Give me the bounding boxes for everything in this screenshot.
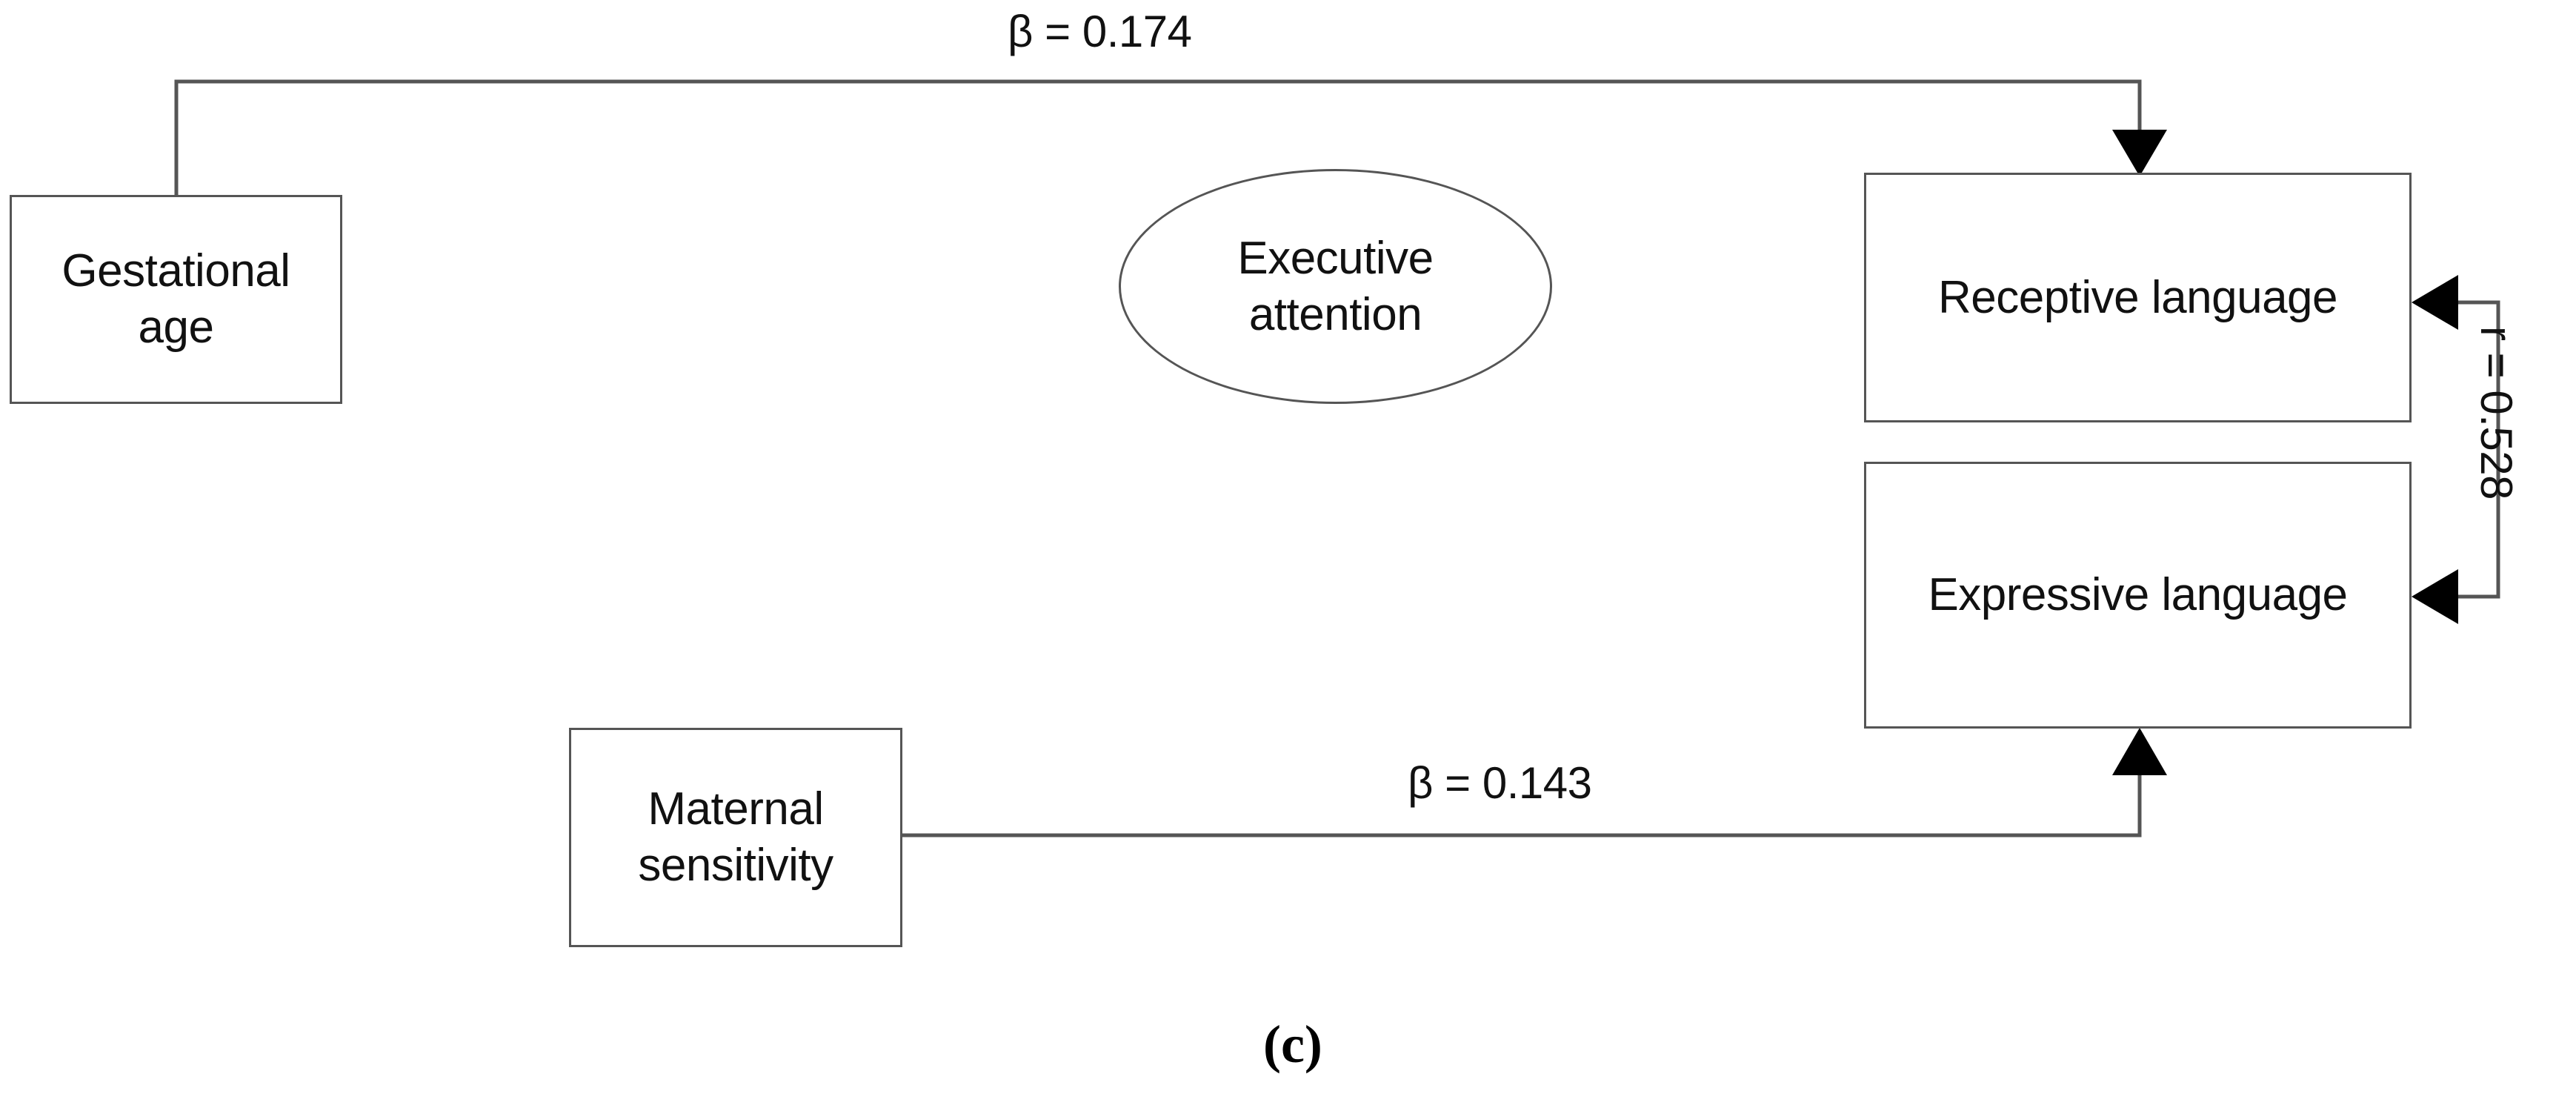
- node-expressive-language-label: Expressive language: [1928, 569, 2348, 621]
- figure-caption: (c): [1263, 1015, 1322, 1074]
- edge-label-gestational-to-receptive: β = 0.174: [1008, 7, 1192, 56]
- edge-maternal-to-expressive: [902, 728, 2167, 837]
- edge-label-maternal-to-expressive: β = 0.143: [1408, 758, 1592, 808]
- node-gestational-age-label: Gestational age: [61, 245, 290, 353]
- node-executive-attention[interactable]: Executive attention: [1119, 169, 1552, 404]
- node-receptive-language[interactable]: Receptive language: [1864, 173, 2412, 422]
- edge-label-receptive-expressive-correlation: r = 0.528: [2472, 326, 2521, 500]
- node-maternal-sensitivity-label: Maternal sensitivity: [638, 783, 833, 891]
- node-maternal-sensitivity[interactable]: Maternal sensitivity: [569, 728, 902, 947]
- edge-gestational-to-receptive: [174, 79, 2167, 195]
- node-receptive-language-label: Receptive language: [1937, 271, 2338, 323]
- edge-receptive-expressive-correlation: [2412, 275, 2500, 624]
- node-expressive-language[interactable]: Expressive language: [1864, 462, 2412, 729]
- node-gestational-age[interactable]: Gestational age: [10, 195, 342, 404]
- node-executive-attention-label: Executive attention: [1237, 232, 1434, 340]
